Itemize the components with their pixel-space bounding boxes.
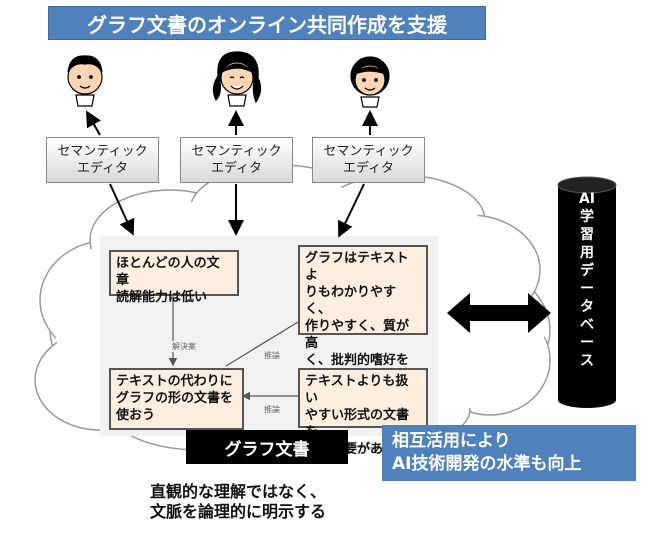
edge-label-solution: 解決案 [170, 341, 198, 352]
database-label-char: 学 [580, 209, 594, 225]
note-use-graph-docs: テキストの代わりに グラフの形の文書を 使おう [109, 368, 244, 430]
editor-label: セマンティック [191, 144, 282, 159]
caption-line: 直観的な理解ではなく、 [150, 482, 327, 501]
graph-document-label: グラフ文書 [186, 430, 348, 464]
editor-label: エディタ [76, 161, 129, 176]
person-icon-2 [212, 51, 262, 107]
mutual-line: AI技術開発の水準も向上 [392, 454, 582, 474]
database-label-ai: AI [578, 191, 596, 207]
note-line: テキストよりも扱い [305, 374, 409, 406]
semantic-editor-2[interactable]: セマンティック エディタ [180, 137, 293, 183]
person-icon-1 [67, 55, 103, 107]
caption: 直観的な理解ではなく、 文脈を論理的に明示する [150, 482, 420, 522]
note-reading-ability: ほとんどの人の文章 読解能力は低い [109, 250, 239, 305]
edge-label-inference: 推論 [262, 404, 282, 415]
note-line: グラフはテキストよ [305, 251, 409, 283]
mutual-line: 相互活用により [392, 431, 511, 451]
double-arrow [447, 293, 551, 333]
semantic-editor-1[interactable]: セマンティック エディタ [46, 137, 159, 183]
editor-label: エディタ [210, 161, 263, 176]
semantic-editor-3[interactable]: セマンティック エディタ [312, 137, 425, 183]
editor-label: セマンティック [323, 144, 414, 159]
note-need-format: テキストよりも扱い やすい形式の文書を 使う必要がある [298, 368, 428, 457]
note-line: 読解能力は低い [116, 290, 208, 305]
database-label-char: ス [580, 353, 594, 369]
note-line: ほとんどの人の文章 [116, 256, 220, 288]
title-banner: グラフ文書のオンライン共同作成を支援 [48, 6, 486, 40]
database-label-char: ー [580, 281, 594, 297]
note-graph-advantages: グラフはテキストよ りもわかりやすく、 作りやすく、質が高 く、批判的嗜好を促 … [298, 245, 428, 402]
database-label-char: ー [580, 335, 594, 351]
note-line: グラフの形の文書を [116, 391, 234, 406]
note-line: りもわかりやすく、 [305, 285, 397, 317]
note-line: 使おう [116, 408, 156, 423]
database-label-char: 習 [580, 227, 594, 243]
database-label: AI 学 習 用 デ ー タ ベ ー ス [562, 190, 612, 370]
database-label-char: タ [580, 299, 594, 315]
person-icon-3 [350, 56, 390, 108]
mutual-benefit-box: 相互活用により AI技術開発の水準も向上 [382, 425, 636, 481]
database-cylinder [557, 176, 617, 408]
edge-label-inference: 推論 [262, 350, 282, 361]
caption-line: 文脈を論理的に明示する [150, 502, 327, 521]
database-label-char: 用 [580, 245, 594, 261]
editor-label: エディタ [342, 161, 395, 176]
note-line: テキストの代わりに [116, 374, 233, 389]
editor-label: セマンティック [57, 144, 148, 159]
database-label-char: デ [580, 263, 594, 279]
note-line: 作りやすく、質が高 [305, 319, 410, 351]
database-label-char: ベ [580, 317, 594, 333]
